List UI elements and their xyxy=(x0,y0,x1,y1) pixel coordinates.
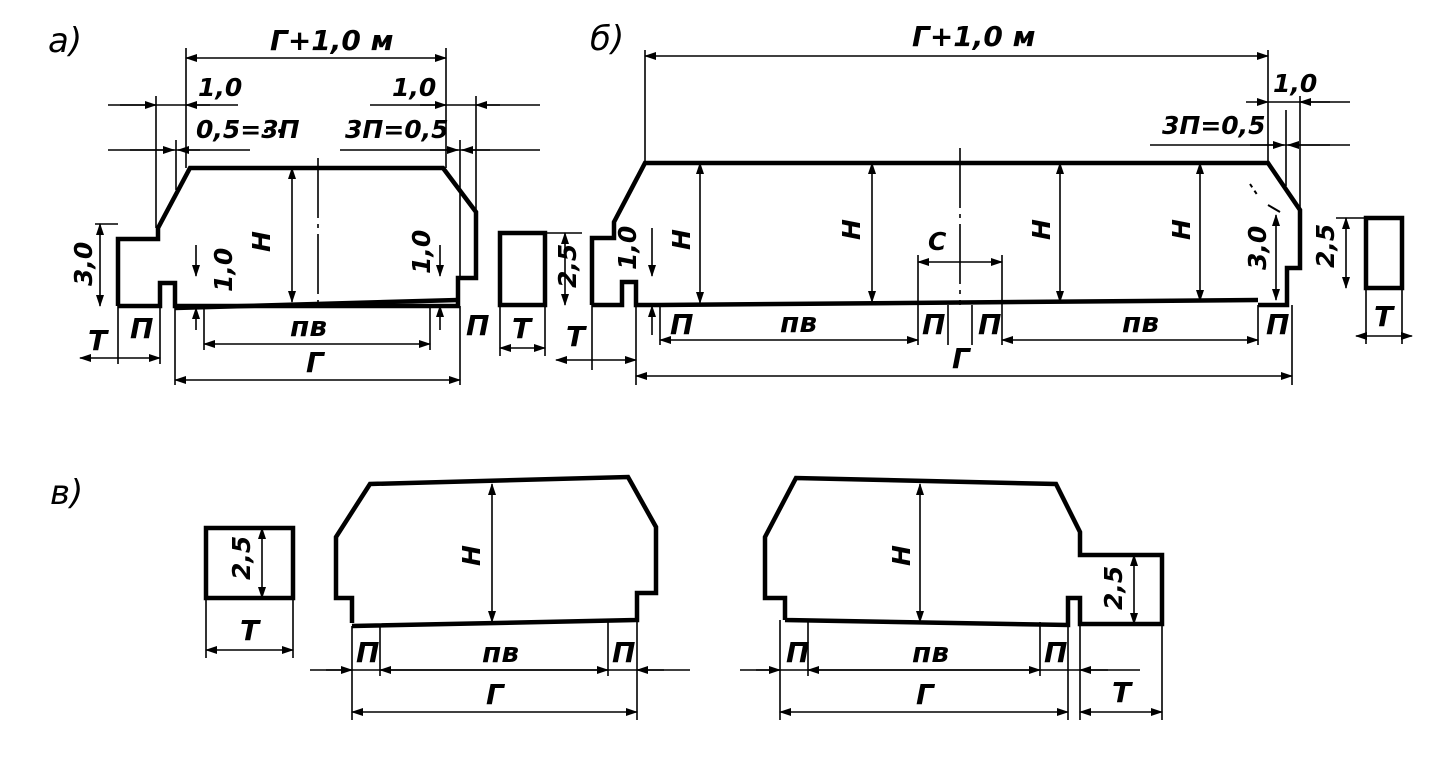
track-line-b xyxy=(659,297,1259,308)
dim-two-half-b-left: 2,5 xyxy=(553,244,582,288)
dim-one-left-a: 1,0 xyxy=(198,73,242,102)
dim-pv-v1: пв xyxy=(482,636,519,669)
label-v: в) xyxy=(50,473,83,513)
dim-one-right-a: 1,0 xyxy=(392,73,436,102)
panel-b: б) 2,5 Т Г+1,0 м 1,0 3П=0,5 Н xyxy=(497,19,1413,385)
label-a: а) xyxy=(48,21,82,61)
dim-t-b: Т xyxy=(566,320,587,353)
label-b: б) xyxy=(590,19,624,59)
dim-one-b: 1,0 xyxy=(1273,69,1317,98)
dim-g-a: Г xyxy=(306,346,326,379)
dim-two-half-b-right: 2,5 xyxy=(1311,224,1340,268)
dim-g-v1: Г xyxy=(486,678,506,711)
dim-p-b-right: П xyxy=(1266,308,1289,341)
dim-one-small-left-a: 1,0 xyxy=(209,248,238,292)
dim-h-b4: Н xyxy=(1167,219,1196,240)
dim-pv-b2: пв xyxy=(1122,306,1159,339)
panel-v: в) 2,5 Т Н П пв П Г Н 2,5 xyxy=(50,473,1165,720)
dim-p-b-left: П xyxy=(670,308,693,341)
dim-p-v2-right: П xyxy=(1044,636,1067,669)
dim-width-text-b: Г+1,0 м xyxy=(912,20,1036,53)
dim-g-b: Г xyxy=(952,342,972,375)
transverse-platform-v xyxy=(203,525,296,601)
track-line-a xyxy=(174,297,459,311)
dim-p-left-a: П xyxy=(130,312,153,345)
dim-h-a: Н xyxy=(247,231,276,252)
platform-a xyxy=(115,165,479,309)
dim-p-right-a: П xyxy=(466,309,489,342)
dim-p-v1-left: П xyxy=(356,636,379,669)
dim-h-v1: Н xyxy=(457,545,486,566)
dim-three-a: 3,0 xyxy=(69,242,98,286)
dim-g-v2: Г xyxy=(916,678,936,711)
dim-h-b2: Н xyxy=(837,219,866,240)
dim-p-v1-right: П xyxy=(612,636,635,669)
dim-pv-v2: пв xyxy=(912,636,949,669)
dim-half-left-a: 0,5=3П xyxy=(196,115,300,144)
dim-half-b: 3П=0,5 xyxy=(1162,111,1266,140)
dim-t-a: Т xyxy=(88,324,109,357)
dim-three-b: 3,0 xyxy=(1243,226,1272,270)
dim-h-b1: Н xyxy=(667,229,696,250)
dim-c-b: С xyxy=(928,227,947,256)
dim-t-v-left: Т xyxy=(240,614,261,647)
transverse-platform-b-left xyxy=(497,230,548,308)
dim-two-half-v-left: 2,5 xyxy=(227,536,256,580)
panel-a: а) Г+1,0 м 1,0 1,0 0,5=3П 3П=0 xyxy=(48,21,540,385)
dim-pv-b1: пв xyxy=(780,306,817,339)
dim-t-b-right: Т xyxy=(1374,300,1395,333)
dim-t-b-left: Т xyxy=(512,312,533,345)
transverse-platform-b-right xyxy=(1363,215,1405,291)
dim-p-b-mid-left: П xyxy=(922,308,945,341)
dim-two-half-v-right: 2,5 xyxy=(1099,566,1128,610)
dim-h-b3: Н xyxy=(1027,219,1056,240)
dim-p-b-mid-right: П xyxy=(978,308,1001,341)
dim-pv-a: пв xyxy=(290,310,327,343)
dim-h-v2: Н xyxy=(887,545,916,566)
platform-v-right xyxy=(762,475,1165,628)
platform-v-middle xyxy=(333,474,659,629)
dim-half-right-a: 3П=0,5 xyxy=(345,115,449,144)
dim-t-v-right: Т xyxy=(1112,676,1133,709)
dim-one-small-b: 1,0 xyxy=(613,226,642,270)
dim-one-small-right-a: 1,0 xyxy=(407,230,436,274)
dim-p-v2-left: П xyxy=(786,636,809,669)
dim-width-text-a: Г+1,0 м xyxy=(270,24,394,57)
